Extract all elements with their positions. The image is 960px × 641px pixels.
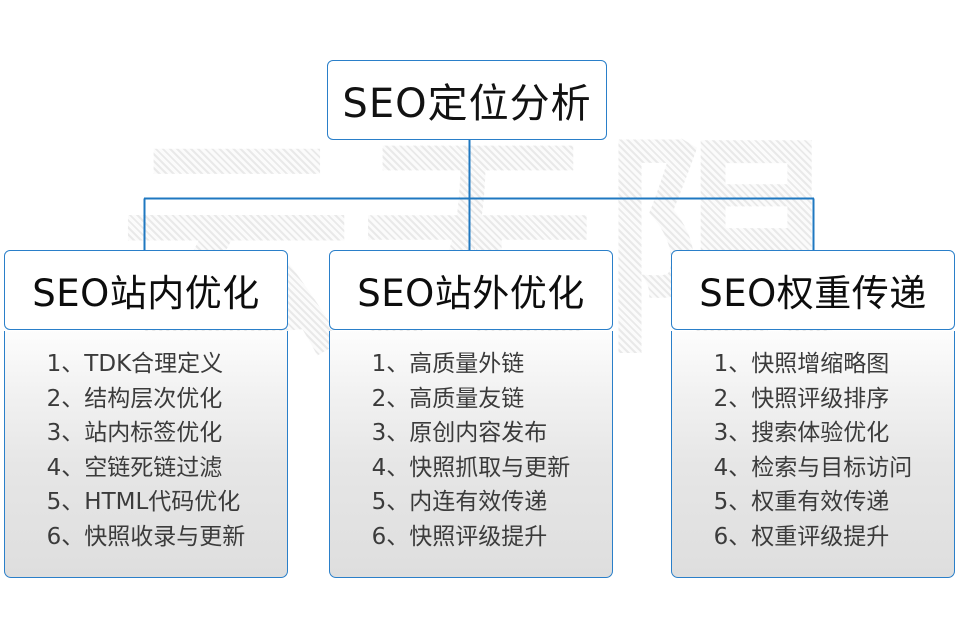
list-item: 1、高质量外链	[371, 351, 525, 377]
list-item: 5、HTML代码优化	[46, 489, 241, 515]
list-item: 1、TDK合理定义	[46, 351, 224, 377]
list-item: 6、权重评级提升	[713, 523, 890, 550]
branch-body-1: 1、TDK合理定义 2、结构层次优化 3、站内标签优化 4、空链死链过滤 5、H…	[4, 331, 288, 578]
branch-list-2: 1、高质量外链 2、高质量友链 3、原创内容发布 4、快照抓取与更新 5、内连有…	[372, 347, 571, 554]
list-item: 5、权重有效传递	[713, 489, 890, 515]
list-item: 3、原创内容发布	[371, 420, 548, 446]
list-item: 2、高质量友链	[371, 385, 525, 412]
list-item: 6、快照收录与更新	[46, 523, 246, 550]
list-item: 6、快照评级提升	[371, 523, 548, 550]
branch-heading-3[interactable]: SEO权重传递	[671, 250, 955, 330]
branch-heading-label-3: SEO权重传递	[699, 272, 927, 315]
root-node-title: SEO定位分析	[342, 81, 592, 127]
list-item: 3、搜索体验优化	[713, 420, 890, 446]
branch-column-2: SEO站外优化 1、高质量外链 2、高质量友链 3、原创内容发布 4、快照抓取与…	[329, 250, 613, 578]
list-item: 5、内连有效传递	[371, 489, 548, 515]
branch-column-1: SEO站内优化 1、TDK合理定义 2、结构层次优化 3、站内标签优化 4、空链…	[4, 250, 288, 578]
list-item: 4、空链死链过滤	[46, 454, 223, 481]
branch-body-2: 1、高质量外链 2、高质量友链 3、原创内容发布 4、快照抓取与更新 5、内连有…	[329, 331, 613, 578]
branch-heading-label-2: SEO站外优化	[357, 272, 585, 315]
list-item: 4、检索与目标访问	[713, 454, 913, 481]
list-item: 3、站内标签优化	[46, 420, 223, 446]
branch-body-3: 1、快照增缩略图 2、快照评级排序 3、搜索体验优化 4、检索与目标访问 5、权…	[671, 331, 955, 578]
branch-column-3: SEO权重传递 1、快照增缩略图 2、快照评级排序 3、搜索体验优化 4、检索与…	[671, 250, 955, 578]
branch-list-3: 1、快照增缩略图 2、快照评级排序 3、搜索体验优化 4、检索与目标访问 5、权…	[714, 347, 913, 554]
list-item: 2、结构层次优化	[46, 385, 223, 412]
branch-heading-1[interactable]: SEO站内优化	[4, 250, 288, 330]
branch-heading-2[interactable]: SEO站外优化	[329, 250, 613, 330]
list-item: 1、快照增缩略图	[713, 351, 890, 377]
list-item: 2、快照评级排序	[713, 385, 890, 412]
branch-heading-label-1: SEO站内优化	[32, 272, 260, 315]
branch-list-1: 1、TDK合理定义 2、结构层次优化 3、站内标签优化 4、空链死链过滤 5、H…	[47, 347, 246, 554]
root-node[interactable]: SEO定位分析	[327, 60, 607, 140]
list-item: 4、快照抓取与更新	[371, 454, 571, 481]
